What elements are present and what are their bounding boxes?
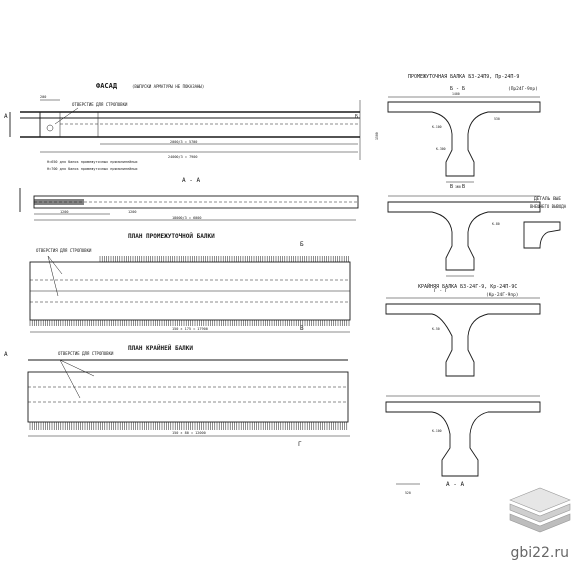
section-aa-longitudinal: А - А 1200 1200 18000/3 = 6000 xyxy=(19,177,359,221)
sections-title-1b: (Пр24Г-9пр) xyxy=(508,86,538,92)
section-gg-label: Г - Г xyxy=(434,288,448,294)
sections-title-1: ПРОМЕЖУТОЧНАЯ БАЛКА Б3-24П9, Пр-24П-9 xyxy=(408,74,519,80)
cross-sections: ПРОМЕЖУТОЧНАЯ БАЛКА Б3-24П9, Пр-24П-9 (П… xyxy=(375,74,567,495)
dim-web: 180 xyxy=(455,185,461,189)
plan-edge-beam: ПЛАН КРАЙНЕЙ БАЛКИ ОТВЕРСТИЕ ДЛЯ СТРОПОВ… xyxy=(4,344,350,448)
section-aa-long-label: А - А xyxy=(182,177,200,184)
section-aa-dim-left: 1200 xyxy=(60,210,68,214)
facade-section-a: А xyxy=(4,113,8,120)
section-bb-label: Б - Б xyxy=(450,86,465,92)
facade-note-2: Н=700 для балок промежуточных прямолиней… xyxy=(47,166,138,171)
dim-side: 530 xyxy=(494,117,500,121)
watermark: gbi22.ru xyxy=(510,545,569,561)
plan-edge-dim-total: 150 × 80 = 12000 xyxy=(172,431,206,435)
facade-dim-total: 24000/3 = 7900 xyxy=(168,155,198,159)
rebar-mark-label: К-100 xyxy=(432,125,442,129)
rebar-mark-label: К-100 xyxy=(432,429,442,433)
facade-opening-label: ОТВЕРСТИЕ ДЛЯ СТРОПОВКИ xyxy=(72,102,128,107)
plan-intermediate-section-v: В xyxy=(300,325,304,332)
facade-section-b: Б xyxy=(355,114,358,120)
rebar-mark-label: К-80 xyxy=(492,222,500,226)
dim-bottom: 520 xyxy=(405,491,411,495)
plan-intermediate-section-b: Б xyxy=(300,241,304,248)
logo-top-slab xyxy=(509,487,571,513)
edge-rebar-outlets xyxy=(29,422,348,430)
rebar-outlets-bottom xyxy=(29,320,350,326)
plan-edge-opening-label: ОТВЕРСТИЕ ДЛЯ СТРОПОВКИ xyxy=(58,351,114,356)
section-aa-dim-mid: 1200 xyxy=(128,210,136,214)
dim-width: 1400 xyxy=(452,92,460,96)
plan-edge-title: ПЛАН КРАЙНЕЙ БАЛКИ xyxy=(128,344,193,352)
detail-subtitle: ВНЕШНЕГО ВЫВОДА xyxy=(530,204,567,209)
section-aa-dim-total: 18000/3 = 6000 xyxy=(172,216,202,220)
section-vv-label: В - В xyxy=(450,184,465,190)
rebar-mark-label: К-50 xyxy=(432,327,440,331)
facade-note: (ВЫПУСКИ АРМАТУРЫ НЕ ПОКАЗАНЫ) xyxy=(132,84,204,89)
plan-intermediate-dim-total: 150 × 175 = 17900 xyxy=(172,327,208,331)
facade-note-1: Н=650 для балок промежуточных прямолиней… xyxy=(47,159,138,164)
rebar-outlets-top xyxy=(99,256,349,262)
plan-intermediate-opening-label: ОТВЕРСТИЯ ДЛЯ СТРОПОВКИ xyxy=(36,248,92,253)
facade-dim-mid: 2000/3 = 5700 xyxy=(170,140,197,144)
sections-title-2b: (Кр-24Г-9пр) xyxy=(486,292,519,298)
plan-edge-section-g: Г xyxy=(298,441,302,448)
dim-height: 1500 xyxy=(375,132,379,140)
facade-title: ФАСАД xyxy=(96,82,118,90)
facade-view: ФАСАД (ВЫПУСКИ АРМАТУРЫ НЕ ПОКАЗАНЫ) ОТВ… xyxy=(4,82,361,171)
rebar-mark-label: К-300 xyxy=(436,147,446,151)
detail-title: ДЕТАЛЬ ВЫЕ xyxy=(534,196,561,202)
section-aa-label: А - А xyxy=(446,481,464,488)
sections-title-2: КРАЙНЯЯ БАЛКА Б3-24Г-9, Кр-24П-9С xyxy=(418,283,517,290)
plan-edge-section-a: А xyxy=(4,351,8,358)
plan-intermediate-title: ПЛАН ПРОМЕЖУТОЧНОЙ БАЛКИ xyxy=(128,232,215,240)
plan-intermediate-beam: ПЛАН ПРОМЕЖУТОЧНОЙ БАЛКИ Б ОТВЕРСТИЯ ДЛЯ… xyxy=(29,232,351,333)
site-logo xyxy=(509,487,571,533)
facade-dim-top: 200 xyxy=(40,95,46,99)
